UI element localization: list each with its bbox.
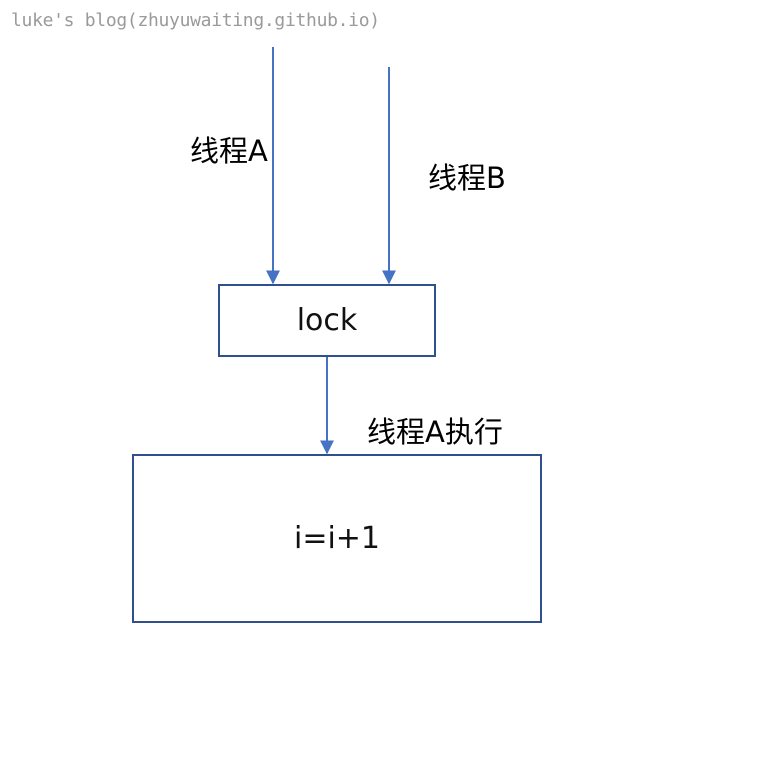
thread-a-exec-label: 线程A执行 xyxy=(367,415,503,449)
lock-box xyxy=(218,284,436,357)
critical-section-box xyxy=(132,454,542,623)
thread-a-label: 线程A xyxy=(190,134,268,168)
critical-section-label: i=i+1 xyxy=(293,521,381,556)
blog-watermark: luke's blog(zhuyuwaiting.github.io) xyxy=(11,10,380,31)
lock-box-label: lock xyxy=(296,303,358,338)
thread-b-label: 线程B xyxy=(428,161,506,195)
